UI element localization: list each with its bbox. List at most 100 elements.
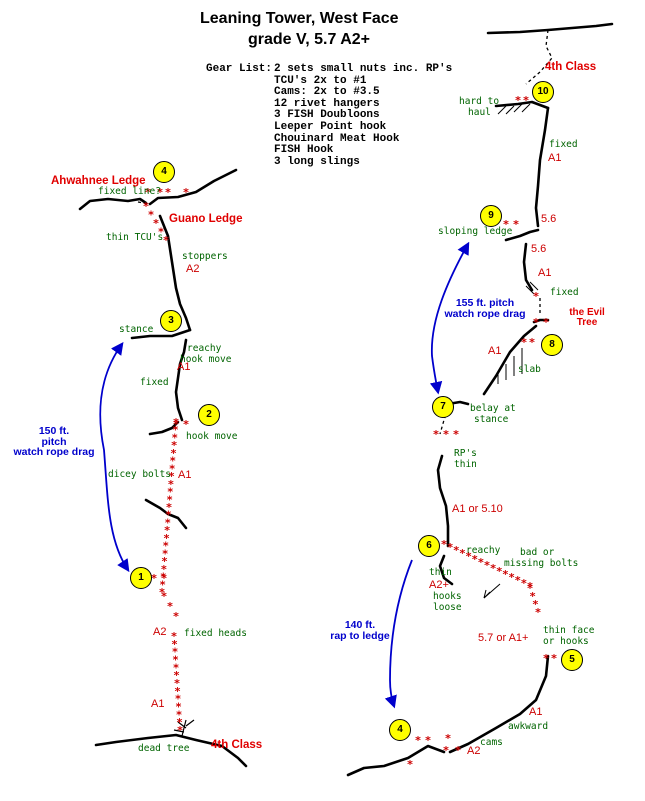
bolt-marker: * [175,693,181,706]
right-upper-arrow [429,241,470,395]
route-note: or hooks [543,636,589,647]
route-note: fixed [550,287,579,298]
grade-label: A1 [178,469,192,481]
bolt-marker: * [177,716,183,729]
right-crack-p9 [522,242,534,292]
bolt-marker: * [169,470,175,483]
pitch-marker: 6 [418,535,440,557]
arch-p8 [482,324,538,396]
bolt-marker: * [167,493,173,506]
bolt-marker: * [521,577,527,590]
grade-label: A2 [467,745,481,757]
bolt-marker: * [472,553,478,566]
pitch-length-note: 155 ft. pitch watch rope drag [444,297,526,320]
bolt-marker: * [170,455,176,468]
route-note: hooks [433,591,462,602]
route-note: thin [429,567,452,578]
grade-label: 5.6 [531,243,547,255]
rock-outlines [78,22,614,777]
bolt-marker: * [535,606,541,619]
left-crack-middle [174,338,188,422]
pitch-marker: 4 [153,161,175,183]
bolt-marker: * [173,416,179,429]
route-note: reachy [187,343,222,354]
bolt-marker: * [169,462,175,475]
bolt-marker: * [529,336,535,349]
route-note: stance [474,414,509,425]
bolt-marker: * [167,600,173,613]
bolt-marker: * [172,646,178,659]
route-note: awkward [508,721,549,732]
pitch-marker: 10 [532,81,554,103]
gear-item: Cams: 2x to #3.5 [274,86,380,99]
route-note: bad or [520,547,555,558]
pitch-length-note: 150 ft. pitch watch rope drag [13,425,95,458]
class-label: 4th Class [211,739,263,751]
bolt-marker: * [407,758,413,771]
bolt-marker: * [515,574,521,587]
bolt-marker: * [527,580,533,593]
pitch-marker: 9 [480,205,502,227]
thin-a2-crack [438,554,454,586]
bolt-marker: * [167,486,173,499]
bolt-marker: * [173,654,179,667]
grade-label: A2 [153,626,167,638]
bolt-marker: * [521,336,527,349]
bolt-marker: * [543,652,549,665]
class-label: 4th Class [545,61,597,73]
grade-subtitle: grade V, 5.7 A2+ [248,31,370,48]
route-note: stance [119,324,154,335]
bolt-marker: * [145,186,151,199]
route-note: cams [480,737,503,748]
grade-label: A1 [151,698,165,710]
ledge-p10 [494,100,550,110]
bolt-marker: * [171,439,177,452]
pitch-marker: 7 [432,396,454,418]
bolt-marker: * [447,541,453,554]
bolt-marker: * [176,708,182,721]
bolt-marker: * [163,234,169,247]
bolt-marker: * [160,571,166,584]
bolt-marker: * [509,571,515,584]
bolt-marker: * [415,734,421,747]
summit-ridge [486,22,614,35]
bolt-marker: * [172,638,178,651]
left-rope-drag-arrow [99,341,130,573]
grade-label: A1 [548,152,562,164]
route-note: thin face [543,625,595,636]
right-crack-top [534,106,550,228]
route-note: belay at [470,403,516,414]
left-crack-upper [158,214,192,332]
bolt-marker: * [161,563,167,576]
gear-item: 12 rivet hangers [274,97,380,110]
bolt-marker: * [172,424,178,437]
bolt-marker: * [513,218,519,231]
pitch-marker: 2 [198,404,220,426]
bolt-marker: * [165,516,171,529]
grade-label: A1 or 5.10 [452,503,503,515]
bolt-markers: ****************************************… [143,94,557,771]
ledge-name: Ahwahnee Ledge [51,175,146,187]
bolt-marker: * [460,547,466,560]
pitch-marker: 4 [389,719,411,741]
bolt-marker: * [183,186,189,199]
bolt-marker: * [425,734,431,747]
bolt-marker: * [172,431,178,444]
route-note: sloping ledge [438,226,513,237]
bolt-marker: * [174,677,180,690]
bolt-marker: * [164,532,170,545]
gear-item: 3 FISH Doubloons [274,109,380,122]
right-rap-arrow [384,559,413,709]
bolt-marker: * [176,701,182,714]
route-note: RP's [454,448,477,459]
black-arrows [483,583,501,599]
bolt-marker: * [533,316,539,329]
ledge-p2 [148,420,180,436]
route-note: slab [518,364,541,375]
bolt-marker: * [171,447,177,460]
bolt-marker: * [162,547,168,560]
bolt-marker: * [543,316,549,329]
bolt-marker: * [153,217,159,230]
gear-item: Leeper Point hook [274,120,387,133]
